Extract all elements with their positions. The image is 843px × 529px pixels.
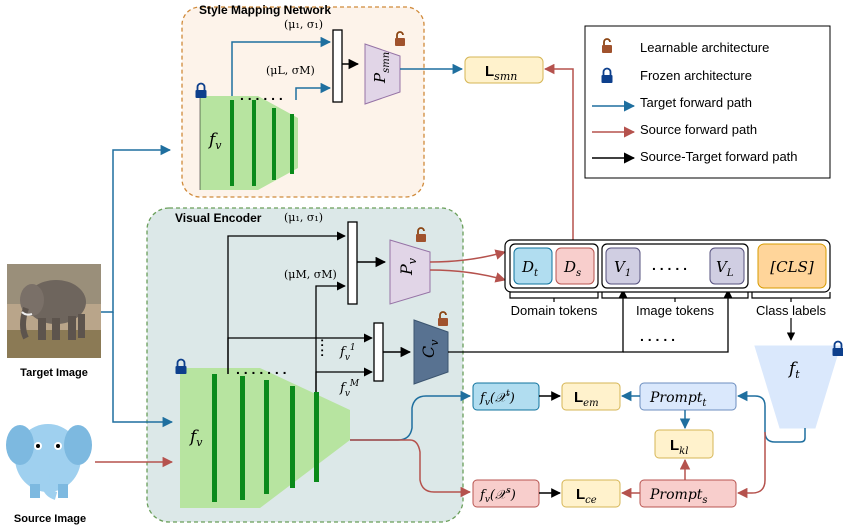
cv-dots: . . . . . bbox=[640, 328, 675, 344]
legend-target-path: Target forward path bbox=[640, 95, 752, 110]
source-image bbox=[6, 424, 92, 500]
legend-source-path: Source forward path bbox=[640, 122, 757, 137]
domain-tokens-label: Domain tokens bbox=[511, 303, 598, 318]
top-concat-bar bbox=[332, 29, 343, 103]
lsmn-box bbox=[464, 56, 544, 84]
cls-label: [CLS] bbox=[770, 258, 814, 276]
enc-muM: (μM, σM) bbox=[284, 268, 337, 281]
source-image-label: Source Image bbox=[14, 513, 86, 525]
v1-label: V1 bbox=[614, 258, 631, 279]
bottom-fv-label: fv bbox=[188, 427, 203, 449]
top-fv-label: fv bbox=[207, 130, 222, 152]
image-tokens-label: Image tokens bbox=[636, 303, 715, 318]
dt-label: Dt bbox=[521, 258, 539, 279]
lsmn-label: Lsmn bbox=[485, 63, 517, 83]
class-labels-label: Class labels bbox=[756, 303, 827, 318]
ft-lock-icon bbox=[831, 340, 843, 357]
top-muL: (μL, σM) bbox=[266, 64, 315, 77]
text-encoder-ft bbox=[754, 345, 841, 429]
visual-encoder-title: Visual Encoder bbox=[175, 211, 262, 225]
ft-label: ft bbox=[787, 359, 800, 381]
prompt-t-label: Promptt bbox=[649, 390, 707, 409]
lkl-label: Lkl bbox=[670, 437, 688, 457]
top-dots: . . . . . . bbox=[240, 87, 283, 103]
lkl-box bbox=[654, 429, 714, 459]
enc-concat-bar-bottom bbox=[373, 322, 384, 382]
style-encoder-fv bbox=[199, 96, 298, 190]
target-image-label: Target Image bbox=[20, 367, 88, 379]
legend: Learnable architecture Frozen architectu… bbox=[584, 25, 831, 179]
dt-token bbox=[513, 247, 553, 285]
cv-label: Cv bbox=[419, 339, 441, 358]
ds-label: Ds bbox=[563, 258, 581, 279]
fvM-label: fvM bbox=[339, 379, 360, 399]
ds-token bbox=[555, 247, 595, 285]
lem-box bbox=[561, 382, 621, 411]
style-mapping-title: Style Mapping Network bbox=[199, 3, 331, 17]
fxs-label: fv(𝒳s) bbox=[479, 486, 516, 505]
legend-st-path: Source-Target forward path bbox=[640, 149, 798, 164]
bottom-dots: . . . . . . . bbox=[236, 361, 287, 377]
vL-label: VL bbox=[716, 258, 734, 279]
enc-mu1: (μ₁, σ₁) bbox=[284, 211, 323, 224]
vL-token bbox=[709, 247, 745, 285]
visual-encoder-fv bbox=[180, 368, 350, 508]
lce-box bbox=[561, 479, 621, 508]
vertical-dots: : bbox=[320, 334, 324, 349]
target-image bbox=[7, 264, 101, 358]
pv-block bbox=[389, 239, 431, 305]
psmn-label: Psmn bbox=[371, 52, 392, 84]
v1-token bbox=[605, 247, 641, 285]
lce-label: Lce bbox=[576, 486, 597, 506]
svg-text::: : bbox=[320, 344, 324, 359]
legend-learnable: Learnable architecture bbox=[640, 40, 769, 55]
cls-token bbox=[757, 243, 827, 289]
pv-label: Pv bbox=[397, 257, 419, 276]
psmn-block bbox=[364, 43, 401, 105]
fv1-label: fv1 bbox=[339, 343, 356, 363]
cv-block bbox=[413, 319, 449, 385]
lem-label: Lem bbox=[574, 389, 599, 409]
token-dots: . . . . . bbox=[652, 257, 687, 273]
top-mu1: (μ₁, σ₁) bbox=[284, 18, 323, 31]
fxt-label: fv(𝒳t) bbox=[479, 389, 515, 408]
legend-frozen: Frozen architecture bbox=[640, 68, 752, 83]
prompt-s-label: Prompts bbox=[649, 487, 708, 506]
enc-concat-bar-top bbox=[347, 221, 358, 305]
